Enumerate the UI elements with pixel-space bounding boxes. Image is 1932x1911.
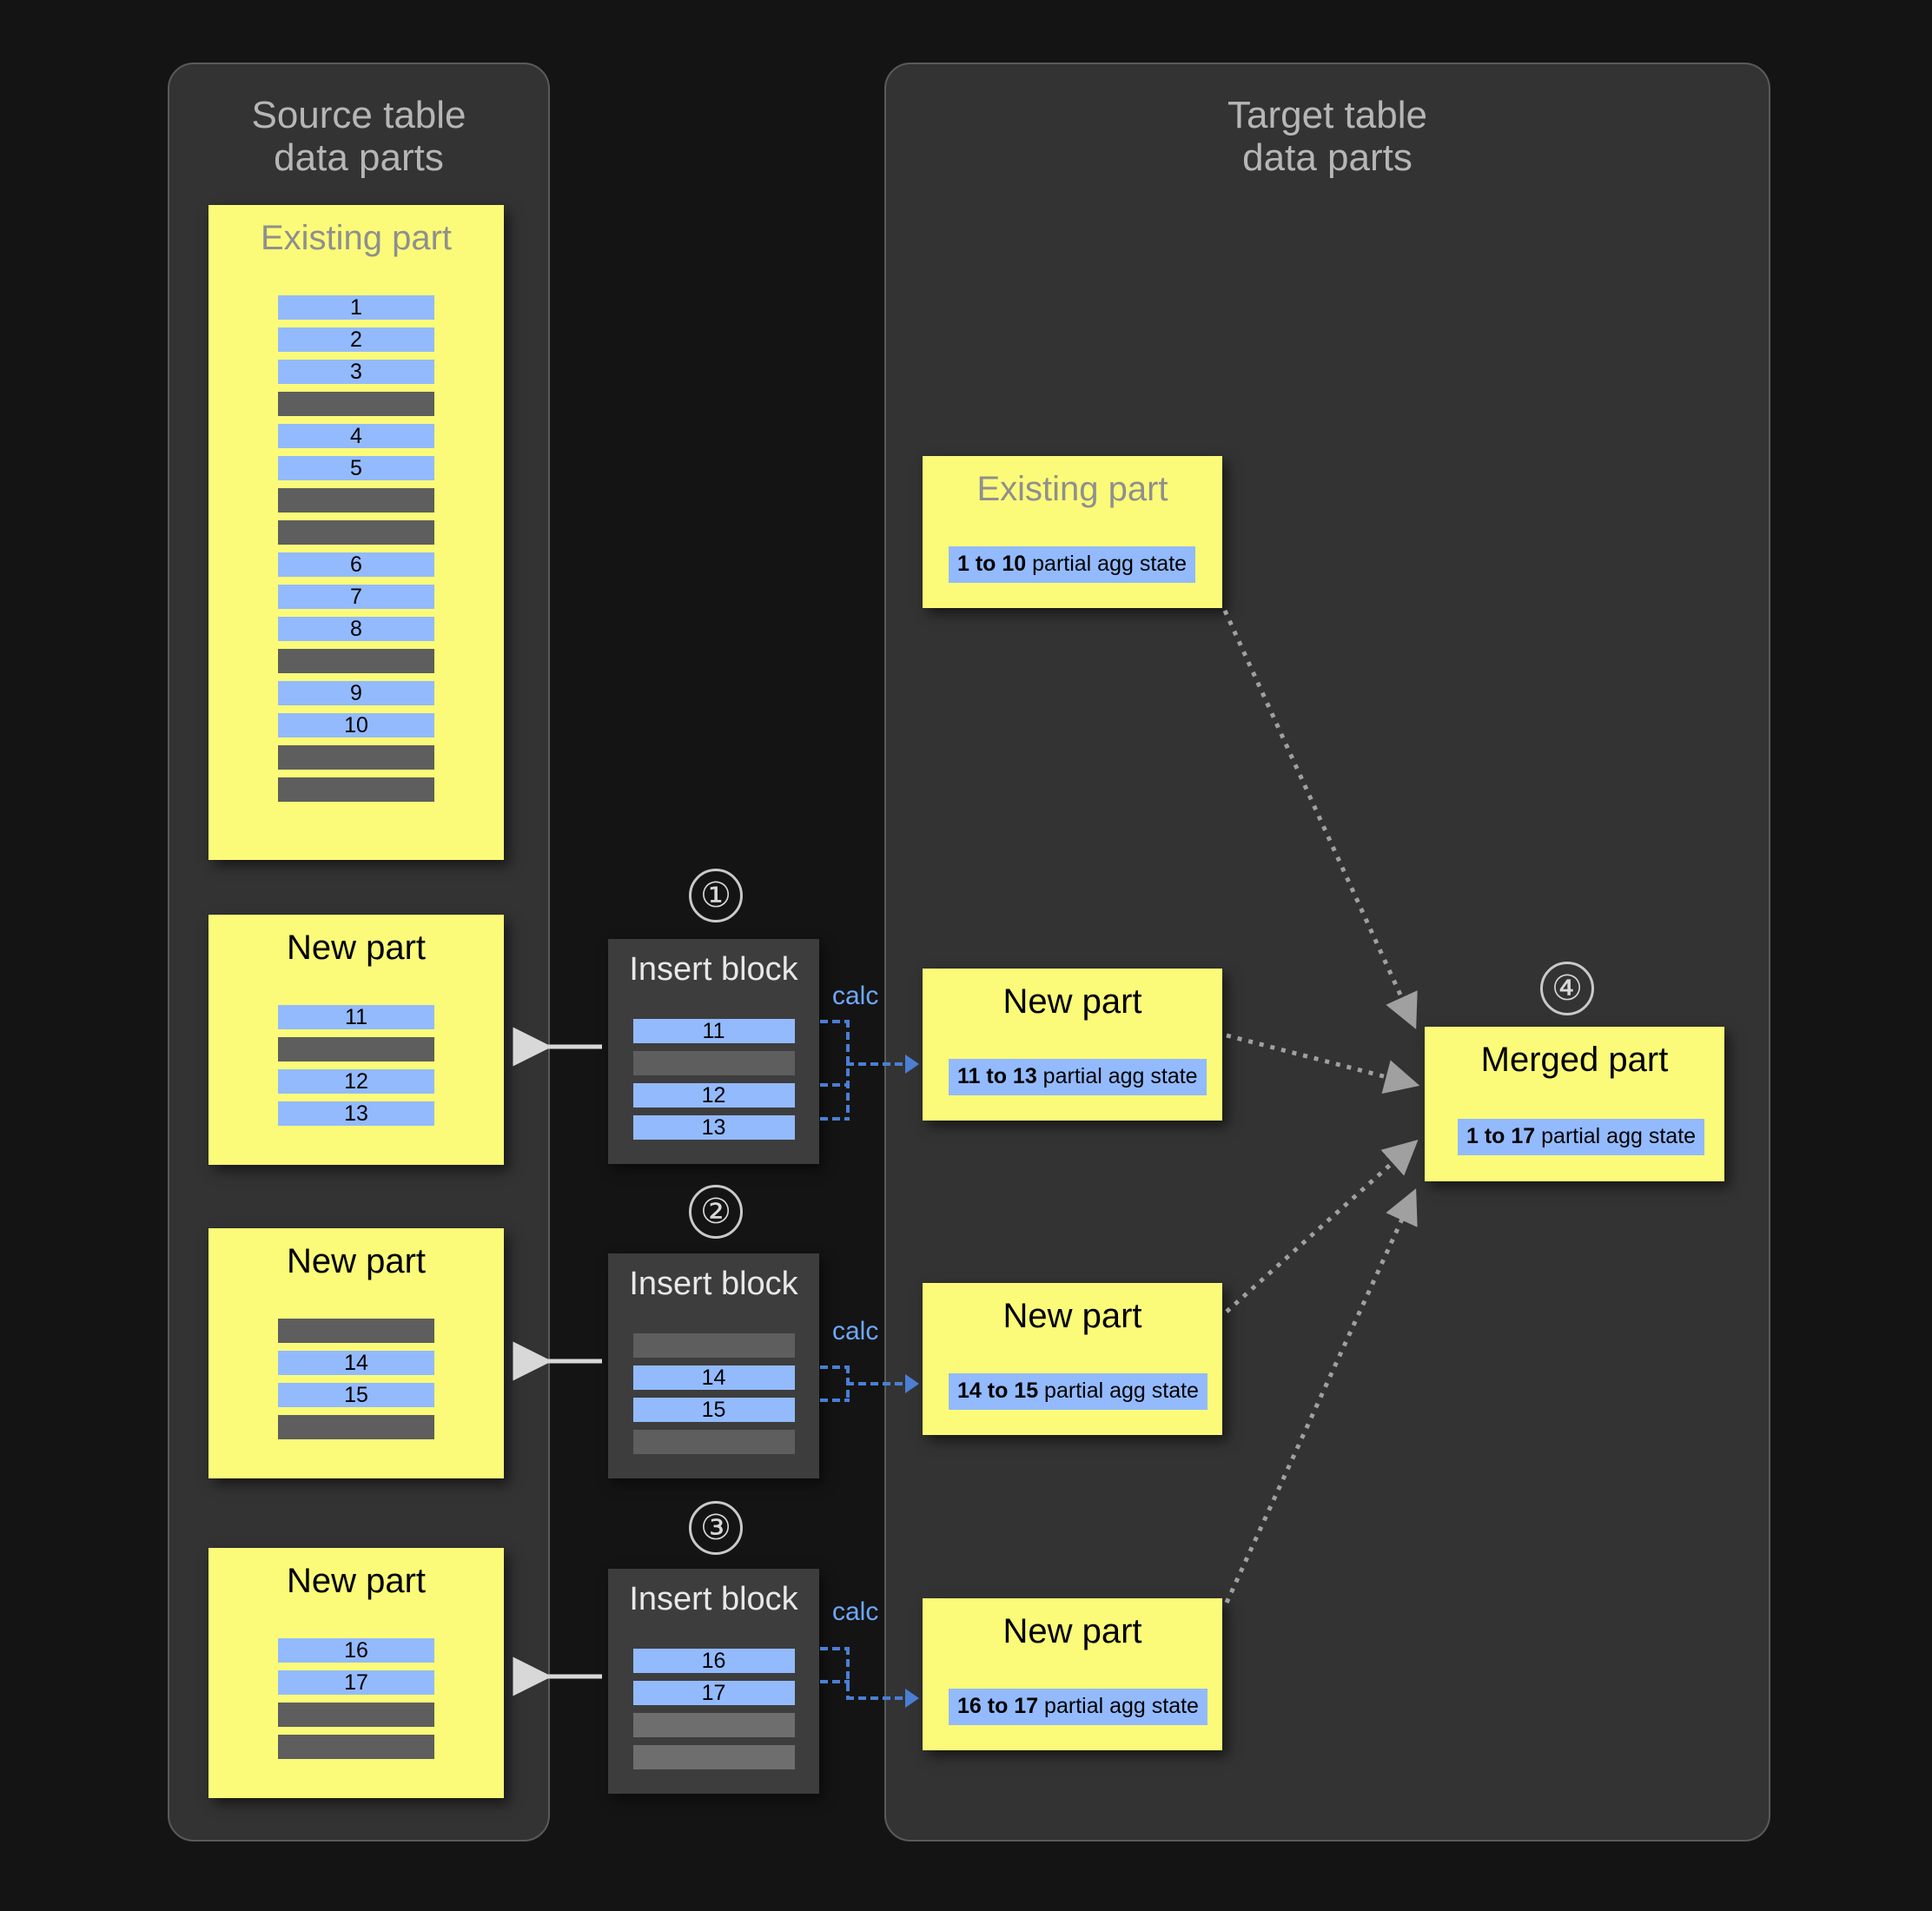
merged-part-title: Merged part xyxy=(1480,1041,1669,1079)
step-badge-4: ④ xyxy=(1540,962,1594,1015)
data-row-empty xyxy=(632,1051,795,1075)
agg-suffix: partial agg state xyxy=(1535,1124,1697,1148)
data-row: 1 xyxy=(278,295,434,320)
data-row: 6 xyxy=(278,552,434,577)
agg-range: 1 to 10 xyxy=(957,552,1027,576)
source-existing-part: Existing part 1 2 3 4 5 6 7 8 9 10 xyxy=(208,205,504,860)
data-row-empty xyxy=(278,777,434,802)
data-row-empty xyxy=(278,1319,434,1343)
source-new-part-3-title: New part xyxy=(286,1562,427,1600)
data-row-empty xyxy=(632,1430,795,1454)
step-badge-2: ② xyxy=(689,1185,743,1239)
agg-suffix: partial agg state xyxy=(1036,1064,1198,1088)
insert-block-1-rows: 11 12 13 xyxy=(608,1019,819,1147)
data-row-empty xyxy=(632,1745,795,1769)
source-existing-part-title: Existing part xyxy=(260,219,453,257)
insert-block-1: Insert block 11 12 13 xyxy=(608,939,819,1164)
data-row: 5 xyxy=(278,456,434,480)
calc-label-2: calc xyxy=(832,1317,879,1346)
step-badge-3: ③ xyxy=(689,1501,743,1555)
data-row: 13 xyxy=(632,1115,795,1140)
data-row-empty xyxy=(278,1037,434,1061)
target-new-part-3: New part 16 to 17 partial agg state xyxy=(923,1598,1222,1750)
data-row: 11 xyxy=(278,1005,434,1029)
target-existing-part: Existing part 1 to 10 partial agg state xyxy=(923,456,1222,608)
data-row-empty xyxy=(278,1703,434,1727)
agg-range: 11 to 13 xyxy=(957,1064,1037,1088)
agg-range: 14 to 15 xyxy=(957,1379,1039,1403)
merged-part: Merged part 1 to 17 partial agg state xyxy=(1425,1027,1724,1181)
data-row: 16 xyxy=(632,1649,795,1673)
target-new-part-1-title: New part xyxy=(1002,982,1142,1021)
data-row: 11 xyxy=(632,1019,795,1043)
data-row-empty xyxy=(278,392,434,416)
data-row: 15 xyxy=(632,1398,795,1422)
target-new-part-2-title: New part xyxy=(1002,1297,1142,1335)
calc-label-1: calc xyxy=(832,982,879,1010)
data-row-empty xyxy=(632,1333,795,1358)
target-new-part-1: New part 11 to 13 partial agg state xyxy=(923,969,1222,1121)
data-row-empty xyxy=(278,1735,434,1759)
target-existing-part-title: Existing part xyxy=(976,470,1168,508)
merged-part-agg: 1 to 17 partial agg state xyxy=(1458,1119,1705,1155)
step-badge-1: ① xyxy=(689,869,743,922)
data-row: 2 xyxy=(278,327,434,352)
data-row: 15 xyxy=(278,1383,434,1407)
source-new-part-1: New part 11 12 13 xyxy=(208,915,504,1165)
data-row: 9 xyxy=(278,681,434,705)
insert-block-1-title: Insert block xyxy=(629,951,798,988)
data-row-empty xyxy=(278,488,434,512)
data-row: 10 xyxy=(278,713,434,737)
source-new-part-1-title: New part xyxy=(286,929,427,967)
data-row-empty xyxy=(632,1713,795,1737)
data-row-empty xyxy=(278,520,434,545)
insert-block-2-title: Insert block xyxy=(629,1266,798,1302)
data-row: 13 xyxy=(278,1101,434,1126)
target-new-part-3-agg: 16 to 17 partial agg state xyxy=(949,1689,1208,1725)
agg-suffix: partial agg state xyxy=(1038,1694,1199,1718)
data-row-empty xyxy=(278,745,434,770)
data-row-empty xyxy=(278,1415,434,1439)
data-row: 14 xyxy=(632,1365,795,1390)
data-row: 7 xyxy=(278,585,434,609)
data-row-empty xyxy=(278,649,434,673)
data-row: 3 xyxy=(278,360,434,384)
agg-range: 16 to 17 xyxy=(957,1694,1039,1718)
data-row: 16 xyxy=(278,1638,434,1663)
target-new-part-2-agg: 14 to 15 partial agg state xyxy=(949,1373,1208,1410)
calc-label-3: calc xyxy=(832,1597,879,1626)
source-existing-part-rows: 1 2 3 4 5 6 7 8 9 10 xyxy=(208,295,504,810)
data-row: 17 xyxy=(632,1681,795,1705)
agg-suffix: partial agg state xyxy=(1038,1379,1199,1403)
data-row: 12 xyxy=(632,1083,795,1108)
source-new-part-1-rows: 11 12 13 xyxy=(208,1005,504,1134)
data-row: 17 xyxy=(278,1670,434,1695)
data-row: 4 xyxy=(278,424,434,448)
target-new-part-2: New part 14 to 15 partial agg state xyxy=(923,1283,1222,1435)
agg-suffix: partial agg state xyxy=(1026,552,1188,576)
source-table-title: Source table data parts xyxy=(251,94,466,180)
target-existing-part-agg: 1 to 10 partial agg state xyxy=(949,546,1196,583)
target-new-part-3-title: New part xyxy=(1002,1612,1142,1650)
target-table-title: Target table data parts xyxy=(1227,94,1427,180)
target-table-panel: Target table data parts xyxy=(884,63,1770,1842)
agg-range: 1 to 17 xyxy=(1466,1124,1536,1148)
data-row: 14 xyxy=(278,1351,434,1375)
target-new-part-1-agg: 11 to 13 partial agg state xyxy=(949,1059,1207,1095)
data-row: 12 xyxy=(278,1069,434,1094)
data-row: 8 xyxy=(278,617,434,641)
insert-block-3-title: Insert block xyxy=(629,1581,798,1617)
source-new-part-2-title: New part xyxy=(286,1242,427,1280)
